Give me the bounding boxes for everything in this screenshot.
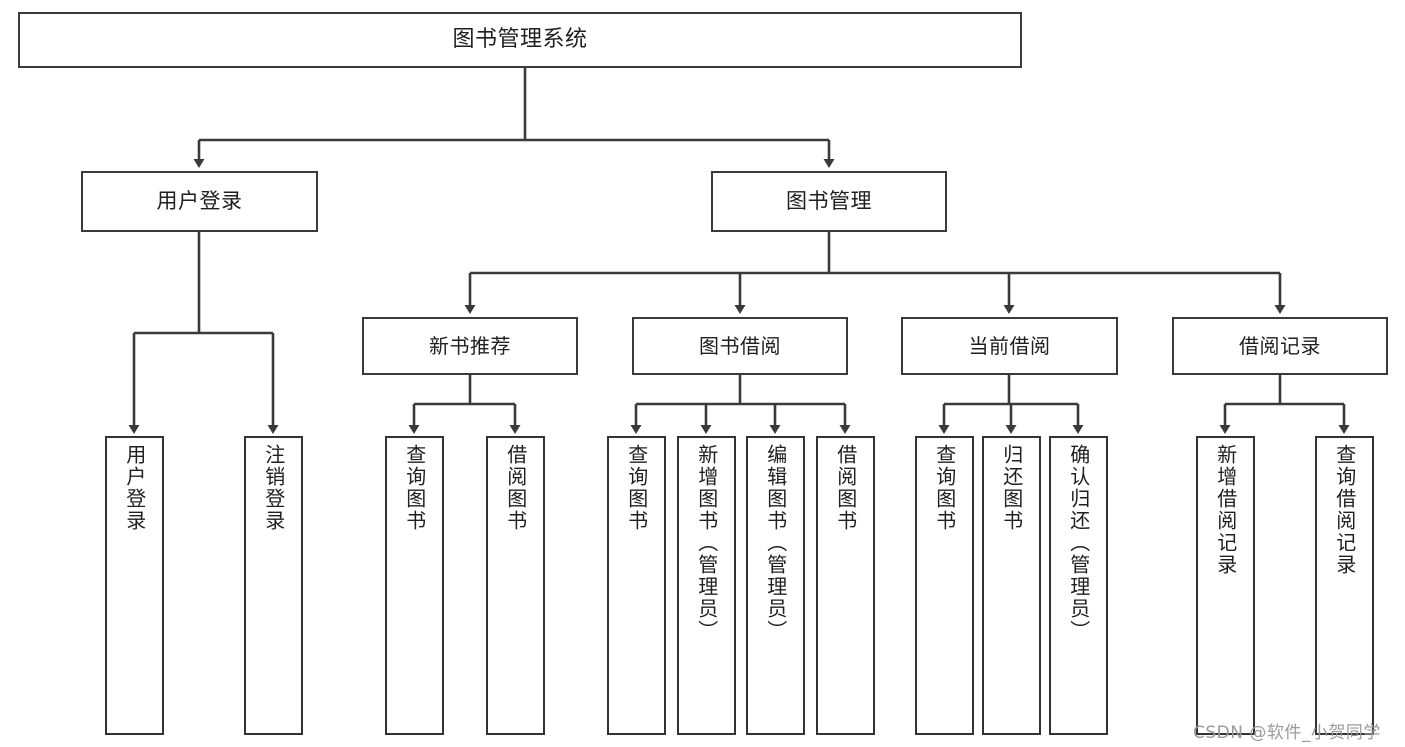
leaf-node-edit-book-admin[interactable]: 编辑图书（管理员） [746, 436, 805, 735]
node-label: 图书管理 [786, 188, 872, 213]
leaf-node-query-book-current[interactable]: 查询图书 [915, 436, 974, 735]
node-borrow-record[interactable]: 借阅记录 [1172, 317, 1388, 375]
node-label: 当前借阅 [968, 334, 1051, 358]
node-current-borrow[interactable]: 当前借阅 [901, 317, 1118, 375]
leaf-node-query-borrow-record[interactable]: 查询借阅记录 [1315, 436, 1374, 735]
node-label: 图书管理系统 [452, 26, 588, 52]
leaf-node-confirm-return-admin[interactable]: 确认归还（管理员） [1049, 436, 1108, 735]
leaf-label: 新增图书（管理员） [694, 444, 719, 642]
leaf-node-query-book-borrow[interactable]: 查询图书 [607, 436, 666, 735]
leaf-label: 查询借阅记录 [1332, 444, 1357, 576]
watermark-text: CSDN @软件_小贺同学 [1193, 723, 1381, 743]
leaf-node-borrow-book-rec[interactable]: 借阅图书 [486, 436, 545, 735]
leaf-label: 确认归还（管理员） [1066, 444, 1091, 642]
leaf-label: 查询图书 [932, 444, 957, 532]
leaf-label: 归还图书 [999, 444, 1024, 532]
leaf-node-borrow-book[interactable]: 借阅图书 [816, 436, 875, 735]
leaf-node-user-logout[interactable]: 注销登录 [244, 436, 303, 735]
leaf-label: 用户登录 [122, 444, 147, 532]
leaf-label: 查询图书 [624, 444, 649, 532]
leaf-label: 借阅图书 [833, 444, 858, 532]
leaf-node-add-borrow-record[interactable]: 新增借阅记录 [1196, 436, 1255, 735]
leaf-node-user-login[interactable]: 用户登录 [105, 436, 164, 735]
leaf-label: 新增借阅记录 [1213, 444, 1238, 576]
node-label: 用户登录 [156, 188, 243, 213]
leaf-label: 借阅图书 [503, 444, 528, 532]
leaf-label: 注销登录 [261, 444, 286, 532]
leaf-node-query-book-rec[interactable]: 查询图书 [385, 436, 444, 735]
node-root-book-management-system[interactable]: 图书管理系统 [18, 12, 1022, 68]
connector-lines [128, 68, 1350, 434]
node-label: 图书借阅 [699, 334, 781, 358]
leaf-node-return-book[interactable]: 归还图书 [982, 436, 1041, 735]
node-new-book-recommendation[interactable]: 新书推荐 [362, 317, 578, 375]
node-label: 新书推荐 [429, 334, 511, 358]
node-user-login[interactable]: 用户登录 [81, 171, 318, 232]
leaf-node-add-book-admin[interactable]: 新增图书（管理员） [677, 436, 736, 735]
node-book-borrow[interactable]: 图书借阅 [632, 317, 848, 375]
leaf-label: 编辑图书（管理员） [763, 444, 788, 642]
leaf-label: 查询图书 [402, 444, 427, 532]
node-label: 借阅记录 [1239, 334, 1321, 358]
node-book-management[interactable]: 图书管理 [711, 171, 947, 232]
